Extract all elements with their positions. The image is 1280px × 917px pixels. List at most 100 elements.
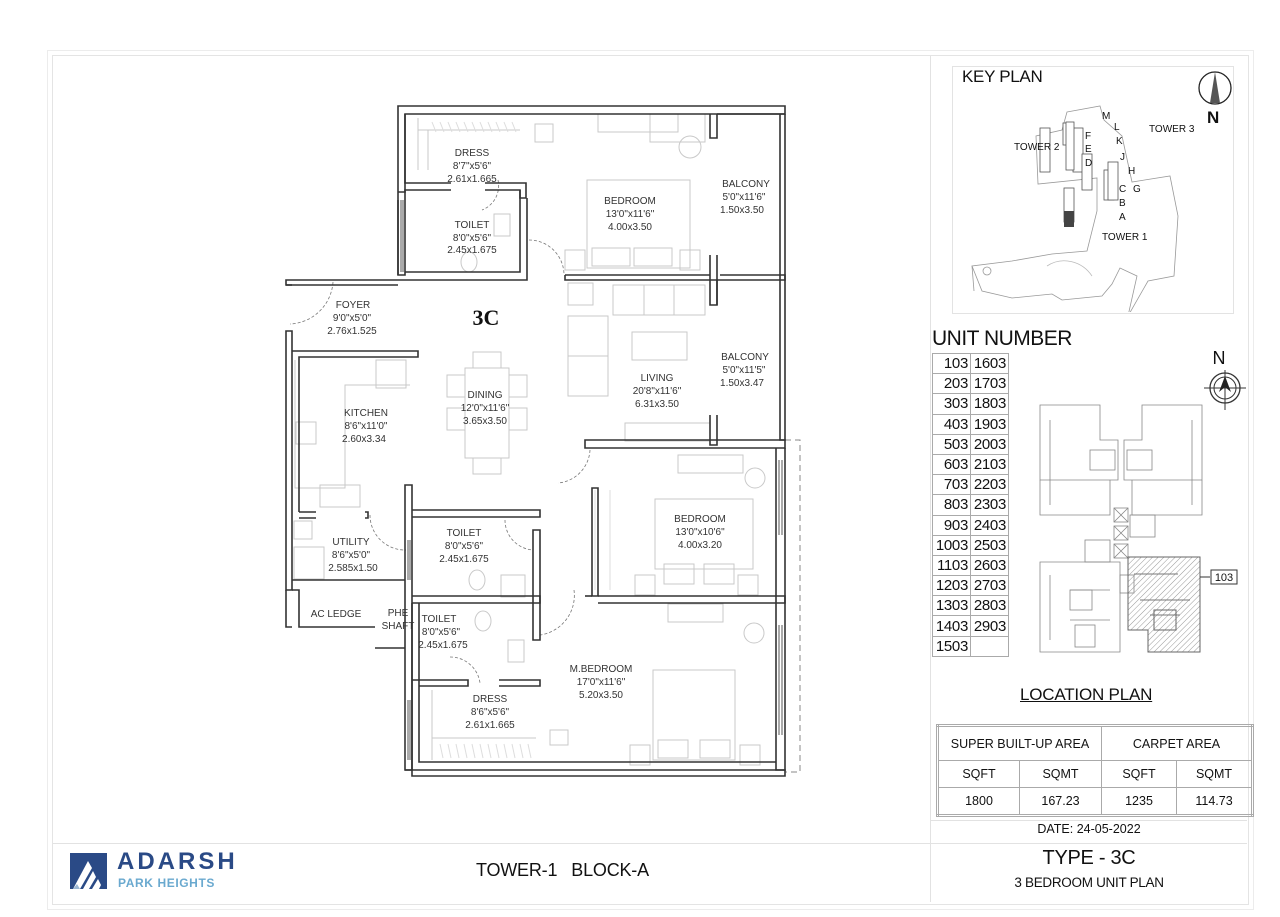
svg-text:2.60x3.34: 2.60x3.34 [342, 434, 386, 445]
room-balcony-1: BALCONY [722, 179, 770, 190]
phe-label: PHE [388, 608, 409, 619]
unit-code-label: 3C [473, 305, 500, 330]
room-balcony-2: BALCONY [721, 352, 769, 363]
unit-callout: 103 [1215, 572, 1233, 584]
door-swings [289, 179, 591, 684]
svg-text:2.585x1.50: 2.585x1.50 [328, 563, 378, 574]
block-label-m: M [1102, 111, 1110, 122]
date-divider [931, 820, 1247, 821]
svg-text:2.61x1.665: 2.61x1.665 [465, 720, 515, 731]
unit-type-title: TYPE - 3C [1042, 847, 1136, 869]
north-compass-icon: N [1204, 348, 1246, 410]
location-plan-title: LOCATION PLAN [1020, 685, 1153, 704]
location-plan-drawing: N 103 [1039, 348, 1246, 653]
room-utility: UTILITY [332, 537, 370, 548]
room-dress-2: DRESS [473, 694, 508, 705]
svg-text:5'0"x11'6": 5'0"x11'6" [723, 192, 766, 203]
highlighted-unit: 103 [1127, 556, 1238, 653]
room-dining: DINING [468, 390, 503, 401]
svg-text:1.50x3.50: 1.50x3.50 [720, 205, 764, 216]
tower-2-label: TOWER 2 [1014, 142, 1060, 153]
svg-text:N: N [1213, 348, 1226, 368]
brand-logo-icon [70, 853, 107, 889]
svg-text:1.50x3.47: 1.50x3.47 [720, 378, 764, 389]
super-sqft-value: 1800 [937, 787, 1020, 816]
brand-name: ADARSH [117, 848, 238, 875]
svg-text:H: H [1128, 166, 1135, 177]
svg-text:3.65x3.50: 3.65x3.50 [463, 416, 507, 427]
svg-text:G: G [1133, 184, 1141, 195]
room-master-bedroom: M.BEDROOM [570, 664, 633, 675]
svg-text:9'0"x5'0": 9'0"x5'0" [333, 313, 372, 324]
svg-text:6.31x3.50: 6.31x3.50 [635, 399, 679, 410]
key-plan-box [952, 66, 1234, 314]
tower-3-label: TOWER 3 [1149, 124, 1195, 135]
svg-text:D: D [1085, 158, 1092, 169]
tower-1-label: TOWER 1 [1102, 232, 1148, 243]
svg-text:20'8"x11'6": 20'8"x11'6" [633, 386, 682, 397]
svg-text:2.45x1.675: 2.45x1.675 [418, 640, 468, 651]
svg-text:E: E [1085, 144, 1092, 155]
svg-text:L: L [1114, 122, 1120, 133]
room-kitchen: KITCHEN [344, 408, 388, 419]
svg-text:8'6"x11'0": 8'6"x11'0" [345, 421, 388, 432]
shaft-label: SHAFT [382, 621, 415, 632]
svg-text:J: J [1120, 152, 1125, 163]
room-bedroom-2: BEDROOM [674, 514, 726, 525]
svg-text:2.45x1.675: 2.45x1.675 [447, 245, 497, 256]
title-block-divider [930, 56, 931, 902]
svg-text:F: F [1085, 131, 1091, 142]
svg-text:8'0"x5'6": 8'0"x5'6" [422, 627, 461, 638]
svg-text:K: K [1116, 136, 1123, 147]
svg-text:13'0"x11'6": 13'0"x11'6" [606, 209, 655, 220]
room-toilet-1: TOILET [455, 220, 490, 231]
svg-text:4.00x3.20: 4.00x3.20 [678, 540, 722, 551]
svg-text:5.20x3.50: 5.20x3.50 [579, 690, 623, 701]
svg-text:13'0"x10'6": 13'0"x10'6" [675, 527, 725, 538]
svg-text:2.76x1.525: 2.76x1.525 [327, 326, 377, 337]
floor-plan: DRESS 8'7"x5'6" 2.61x1.665 TOILET 8'0"x5… [285, 105, 801, 777]
svg-text:8'7"x5'6": 8'7"x5'6" [453, 161, 492, 172]
svg-text:2.61x1.665: 2.61x1.665 [447, 174, 497, 185]
table-row: 1503 [932, 635, 1009, 657]
walls [285, 105, 786, 777]
drawing-date: DATE: 24-05-2022 [1037, 822, 1141, 836]
svg-text:12'0"x11'6": 12'0"x11'6" [461, 403, 510, 414]
footer-divider [53, 843, 930, 844]
svg-text:5'0"x11'5": 5'0"x11'5" [723, 365, 766, 376]
svg-text:8'6"x5'0": 8'6"x5'0" [332, 550, 371, 561]
svg-text:4.00x3.50: 4.00x3.50 [608, 222, 652, 233]
room-living: LIVING [641, 373, 674, 384]
north-arrow-icon: N [1198, 71, 1232, 127]
super-sqmt-value: 167.23 [1019, 787, 1102, 816]
sheet-outer-border [47, 50, 1254, 910]
carpet-sqft-value: 1235 [1101, 787, 1177, 816]
tower-label: TOWER-1 [476, 860, 558, 880]
ac-ledge-label: AC LEDGE [311, 609, 362, 620]
key-plan-map: M L K J H G C B A F E D TOWER 1 TOWER 2 … [971, 71, 1232, 312]
type-divider [931, 843, 1247, 844]
svg-text:8'0"x5'6": 8'0"x5'6" [453, 233, 492, 244]
area-table: SUPER BUILT-UP AREA CARPET AREA SQFT SQM… [936, 724, 1254, 817]
room-foyer: FOYER [336, 300, 370, 311]
svg-text:B: B [1119, 198, 1126, 209]
svg-text:8'0"x5'6": 8'0"x5'6" [445, 541, 484, 552]
super-built-up-header: SUPER BUILT-UP AREA [937, 725, 1102, 761]
svg-text:C: C [1119, 184, 1126, 195]
unit-type-subtitle: 3 BEDROOM UNIT PLAN [1014, 875, 1164, 890]
room-toilet-3: TOILET [422, 614, 457, 625]
sheet-inner-border [52, 55, 1249, 905]
svg-text:N: N [1207, 108, 1219, 127]
